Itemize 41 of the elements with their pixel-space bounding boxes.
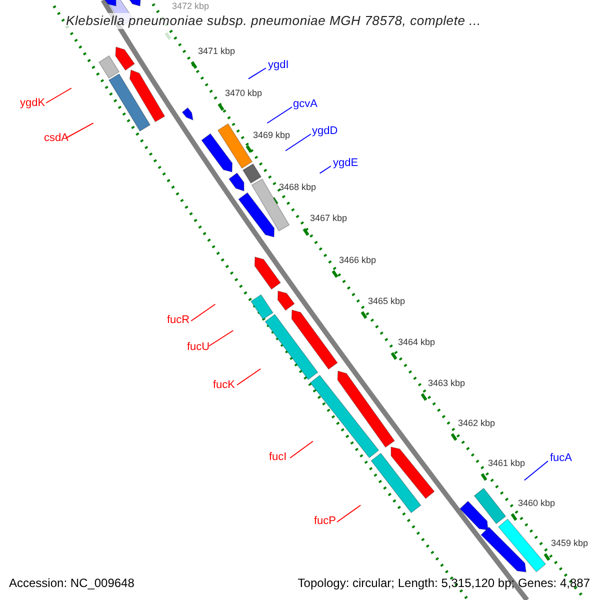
accession-text: Accession: NC_009648	[9, 575, 134, 592]
map-title: Klebsiella pneumoniae subsp. pneumoniae MGH 78578, complete ...	[66, 13, 481, 29]
leader-line	[266, 106, 292, 124]
position-label: 3462 kbp	[458, 418, 496, 429]
leader-line	[236, 368, 262, 386]
gene-name-label: fucR	[167, 313, 190, 327]
gene-name-label: fucU	[187, 340, 210, 354]
gene-name-label: ygdK	[20, 96, 46, 110]
position-label: 3461 kbp	[488, 458, 526, 469]
leader-line	[190, 304, 216, 322]
position-label: 3463 kbp	[428, 378, 466, 389]
leader-line	[208, 330, 234, 346]
position-label: 3471 kbp	[198, 46, 236, 57]
gene-name-label: ygdI	[268, 58, 289, 72]
position-label: 3464 kbp	[398, 337, 436, 348]
position-label: 3459 kbp	[551, 538, 588, 549]
position-label: 3470 kbp	[225, 88, 262, 99]
gene-name-label: gcvA	[293, 97, 318, 111]
gene-name-label: ygdE	[333, 156, 358, 170]
leader-line	[46, 88, 72, 104]
gene-name-label: csdA	[44, 131, 68, 145]
position-label: 3469 kbp	[253, 130, 290, 141]
gene-name-label: fucP	[314, 514, 336, 528]
position-label: 3468 kbp	[279, 182, 316, 193]
gene-name-label: fucI	[269, 450, 287, 464]
leader-line	[290, 440, 314, 458]
position-label: 3467 kbp	[310, 213, 348, 224]
gene-name-label: fucA	[550, 451, 572, 465]
leader-line	[285, 134, 312, 152]
leader-line	[319, 166, 332, 174]
leader-line	[248, 68, 266, 80]
gene-name-label: ygdD	[312, 124, 338, 138]
genome-summary-text: Topology: circular; Length: 5,315,120 bp; Genes: 4,887	[298, 575, 590, 592]
leader-line	[524, 460, 548, 481]
position-label: 3472 kbp	[172, 1, 210, 12]
gene-name-label: fucK	[213, 378, 236, 392]
leader-line	[336, 504, 362, 522]
leader-line	[66, 122, 94, 138]
position-label: 3465 kbp	[368, 296, 406, 307]
position-label: 3466 kbp	[339, 255, 376, 266]
position-label: 3460 kbp	[518, 498, 556, 509]
